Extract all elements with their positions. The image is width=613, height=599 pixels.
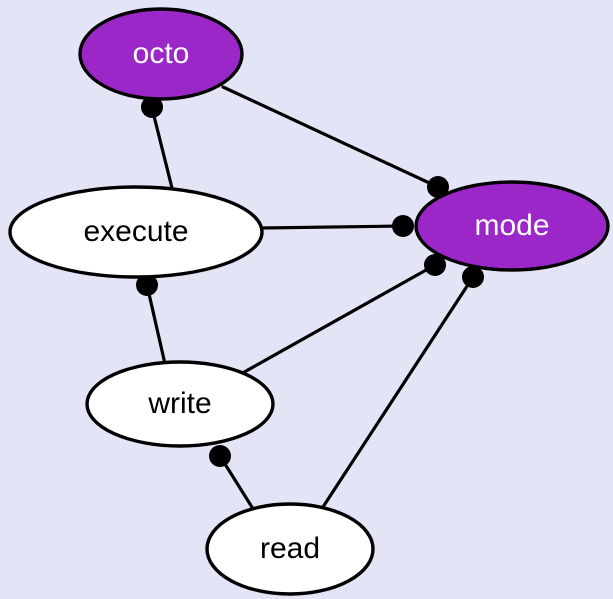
- node-ellipse-write[interactable]: [85, 360, 275, 448]
- edge-write-mode[interactable]: [237, 263, 437, 377]
- node-layer: octo mode execute write read: [8, 7, 610, 596]
- edge-execute-mode-endpoint-dot[interactable]: [392, 215, 414, 237]
- graph-node-read[interactable]: read: [205, 502, 375, 596]
- edge-execute-write-endpoint-dot[interactable]: [136, 274, 158, 296]
- graph-node-mode[interactable]: mode: [414, 180, 610, 272]
- edge-execute-write[interactable]: [145, 283, 167, 366]
- edge-execute-mode[interactable]: [260, 224, 405, 230]
- edge-layer: [145, 85, 475, 514]
- node-ellipse-execute[interactable]: [8, 185, 264, 279]
- node-ellipse-octo[interactable]: [78, 7, 244, 101]
- edge-marker-layer: [136, 96, 484, 467]
- node-ellipse-mode[interactable]: [414, 180, 610, 272]
- edge-octo-mode[interactable]: [221, 85, 440, 189]
- graph-node-octo[interactable]: octo: [78, 7, 244, 101]
- edge-write-read[interactable]: [218, 454, 257, 514]
- edge-octo-execute-endpoint-dot[interactable]: [141, 96, 163, 118]
- edge-write-read-endpoint-dot[interactable]: [209, 445, 231, 467]
- edge-octo-mode-endpoint-dot[interactable]: [427, 176, 449, 198]
- edge-read-mode-endpoint-dot[interactable]: [462, 266, 484, 288]
- graph-node-write[interactable]: write: [85, 360, 275, 448]
- edge-write-mode-endpoint-dot[interactable]: [424, 254, 446, 276]
- edge-octo-execute[interactable]: [150, 106, 176, 198]
- graph-node-execute[interactable]: execute: [8, 185, 264, 279]
- edge-read-mode[interactable]: [319, 275, 475, 512]
- node-ellipse-read[interactable]: [205, 502, 375, 596]
